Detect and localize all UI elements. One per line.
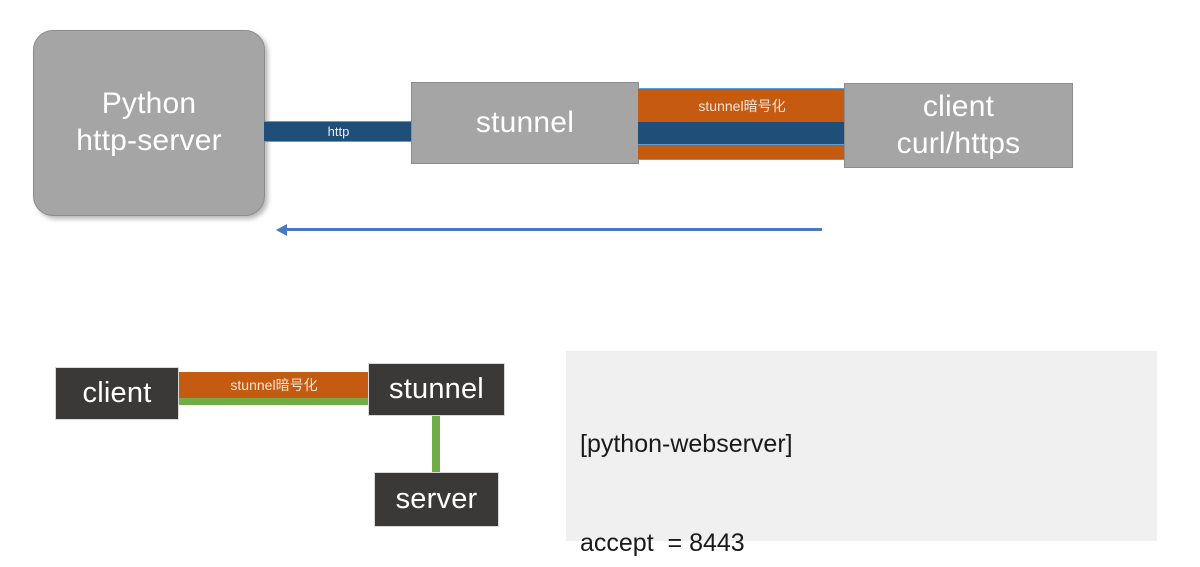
link-encrypted-top-label: stunnel暗号化 — [698, 98, 786, 114]
link-encrypted-bottom-label: stunnel暗号化 — [230, 377, 318, 393]
link-stunnel-encrypted-top[interactable]: stunnel暗号化 — [638, 88, 846, 160]
node-client-curl-https[interactable]: client curl/https — [844, 83, 1073, 168]
link-http-label: http — [327, 124, 350, 139]
link-encrypted-top-upper-band: stunnel暗号化 — [638, 88, 846, 124]
link-encrypted-top-middle-band — [638, 122, 846, 144]
arrow-shaft — [286, 228, 822, 231]
node-stunnel-top[interactable]: stunnel — [411, 82, 639, 164]
node-client-bottom-label: client — [82, 377, 152, 409]
link-encrypted-bottom-orange-band: stunnel暗号化 — [176, 372, 372, 398]
node-client-curl-https-line2: curl/https — [896, 126, 1021, 160]
arrow-head-left-icon — [276, 224, 287, 236]
arrow-response-flow — [276, 223, 822, 237]
link-encrypted-bottom-green-band — [176, 398, 372, 405]
config-line-accept: accept = 8443 — [580, 529, 745, 558]
link-stunnel-server-green-line — [432, 410, 440, 476]
node-python-http-server-line1: Python — [101, 87, 197, 121]
node-python-http-server[interactable]: Python http-server — [33, 30, 265, 216]
node-client-bottom[interactable]: client — [55, 367, 179, 420]
node-stunnel-bottom-label: stunnel — [389, 373, 484, 405]
node-client-curl-https-line1: client — [922, 89, 995, 123]
node-server-bottom[interactable]: server — [374, 472, 499, 527]
node-python-http-server-line2: http-server — [76, 124, 222, 157]
link-encrypted-top-lower-band — [638, 144, 846, 160]
config-line-section: [python-webserver] — [580, 429, 793, 458]
link-http-band[interactable]: http — [264, 121, 413, 142]
node-server-bottom-label: server — [395, 483, 478, 515]
node-stunnel-bottom[interactable]: stunnel — [368, 363, 505, 416]
link-stunnel-encrypted-bottom[interactable]: stunnel暗号化 — [176, 372, 372, 405]
stunnel-config-block: [python-webserver] accept = 8443 connect… — [566, 351, 1157, 557]
node-stunnel-top-label: stunnel — [475, 105, 575, 139]
